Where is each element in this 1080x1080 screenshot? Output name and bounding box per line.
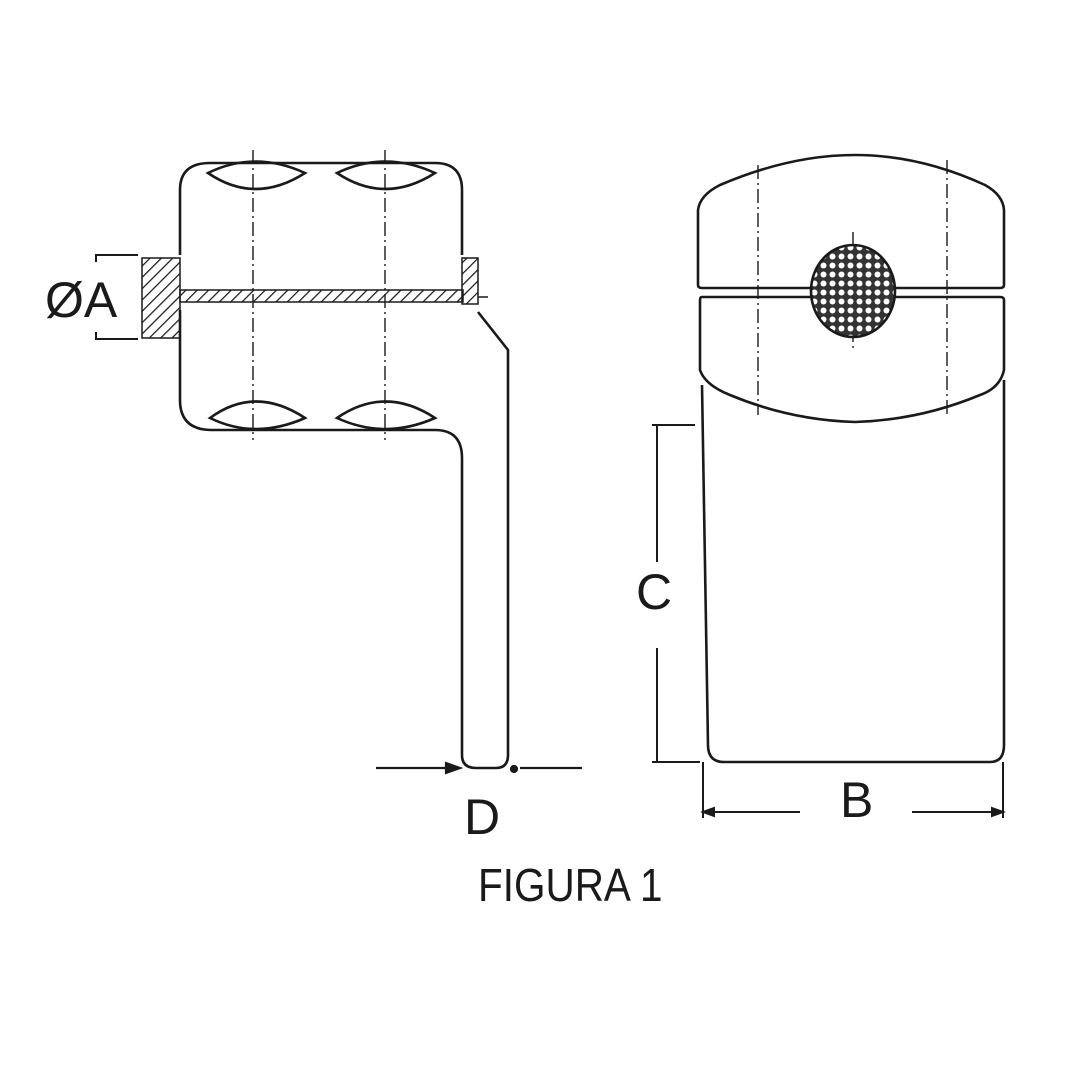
dimension-d-arrows <box>376 761 582 775</box>
front-view <box>696 153 1006 764</box>
dimension-label-b: B <box>840 772 874 828</box>
dimension-label-d: D <box>464 789 501 845</box>
dimension-label-c: C <box>636 564 673 620</box>
dimension-a-lines <box>95 254 138 340</box>
figure-caption: FIGURA 1 <box>478 859 663 911</box>
stranded-conductor <box>809 243 897 339</box>
dimension-c-lines <box>652 424 700 763</box>
conductor-section <box>141 257 488 339</box>
side-view <box>178 160 510 770</box>
dimension-b-lines <box>700 762 1006 818</box>
dimension-label-a: ØA <box>45 272 118 328</box>
